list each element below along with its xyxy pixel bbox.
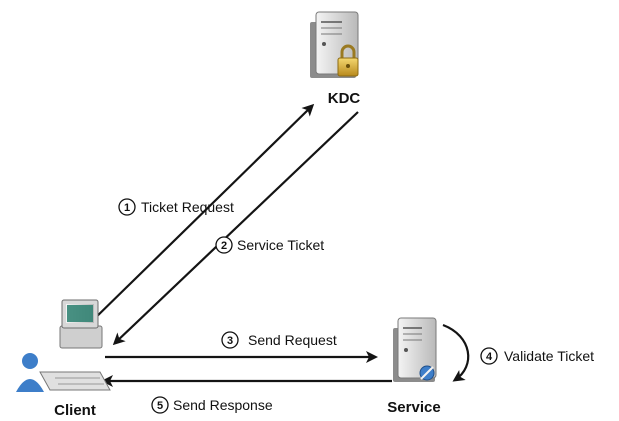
step-5-number: 5 <box>157 400 163 412</box>
kdc-label: KDC <box>328 90 361 107</box>
step-2-label: Service Ticket <box>237 237 324 253</box>
arrow-validate-ticket <box>442 323 470 382</box>
step-4-number: 4 <box>486 351 493 363</box>
arrow-service-ticket <box>112 111 359 346</box>
step-4-label: Validate Ticket <box>504 348 594 364</box>
step-1-badge <box>118 198 136 216</box>
step-4-badge <box>480 347 498 365</box>
service-label: Service <box>387 399 440 416</box>
locked-server-icon <box>310 11 359 78</box>
step-3-number: 3 <box>227 335 233 347</box>
step-1-number: 1 <box>124 202 130 214</box>
arrow-ticket-request <box>87 103 315 326</box>
step-3-badge <box>221 331 239 349</box>
step-3-label: Send Request <box>248 332 337 348</box>
step-2-number: 2 <box>221 240 227 252</box>
service-server-icon <box>393 317 437 382</box>
user-workstation-icon <box>16 299 111 392</box>
step-5-badge <box>151 396 169 414</box>
step-2-badge <box>215 236 233 254</box>
step-5-label: Send Response <box>173 397 273 413</box>
step-1-label: Ticket Request <box>141 199 234 215</box>
client-label: Client <box>54 402 96 419</box>
